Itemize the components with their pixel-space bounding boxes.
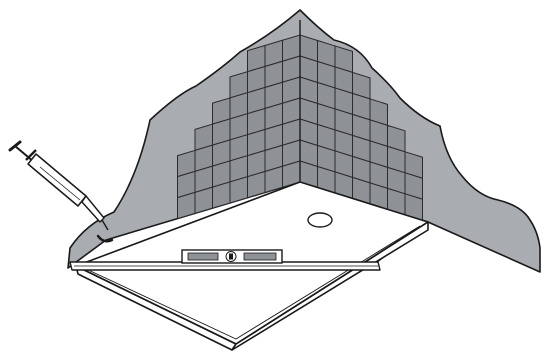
wall-tile	[194, 186, 213, 215]
level-bubble	[229, 253, 233, 260]
wall-tile	[177, 191, 196, 220]
drain-hole	[307, 212, 333, 228]
sealant-bead	[96, 234, 114, 243]
shower-tray	[75, 181, 429, 351]
caulk-gun-flange	[25, 149, 37, 161]
caulk-gun-tip	[101, 219, 109, 231]
wall-tile	[212, 181, 231, 209]
tray-front-face-left	[75, 265, 237, 351]
caulk-gun-nozzle	[81, 195, 105, 223]
right-wall-tiles	[299, 34, 423, 221]
caulk-gun-barrel-stripe	[39, 166, 81, 201]
level-right-window	[243, 252, 277, 261]
wall-tile	[264, 165, 283, 194]
caulk-gun-icon	[8, 140, 109, 231]
level-left-window	[187, 252, 219, 261]
wall-tile	[247, 170, 266, 199]
spirit-level-icon	[69, 249, 381, 271]
wall-tile	[229, 176, 248, 204]
